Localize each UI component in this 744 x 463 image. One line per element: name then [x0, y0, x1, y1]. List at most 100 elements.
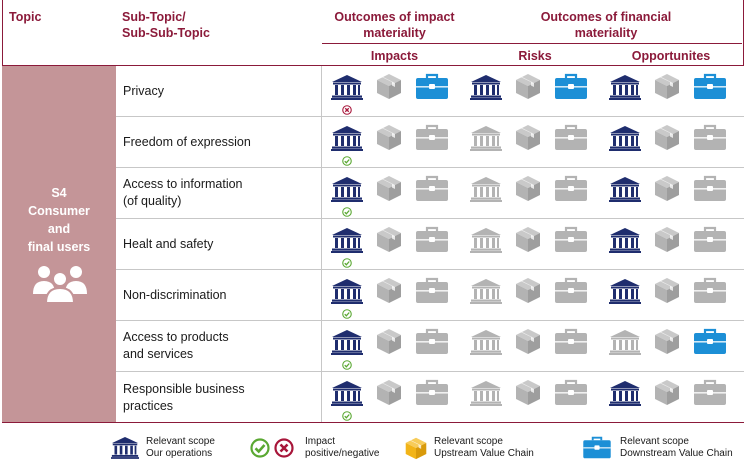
impacts-box-icon [375, 225, 403, 253]
subtopic-row: Responsible business practices [116, 372, 322, 423]
subtopic-label-line2: practices [123, 398, 174, 413]
check-circle-icon [342, 306, 352, 324]
topic-cell: S4 Consumer and final users [2, 66, 116, 422]
impacts-box-icon [375, 174, 403, 202]
check-circle-icon [342, 408, 352, 426]
header-impacts: Impacts [370, 49, 419, 63]
risks-institution-icon [470, 380, 502, 406]
row-divider [322, 167, 744, 168]
opportunities-box-icon [653, 174, 681, 202]
risks-institution-icon [470, 329, 502, 355]
risks-briefcase-icon [554, 277, 588, 305]
legend-impact-line2: positive/negative [305, 448, 380, 459]
risks-box-icon [514, 276, 542, 304]
legend-own-operations: Relevant scope Our operations [146, 436, 215, 460]
subtopic-label-line1: Healt and safety [123, 236, 214, 251]
topic-line2: Consumer [28, 204, 90, 218]
risks-box-icon [514, 72, 542, 100]
legend-briefcase-icon [582, 436, 612, 460]
header-subtopic-line2: Sub-Sub-Topic [122, 26, 210, 40]
legend-x-circle-icon [274, 438, 294, 458]
legend-down-line2: Downstream Value Chain [620, 448, 733, 459]
impacts-box-icon [375, 327, 403, 355]
impacts-box-icon [375, 123, 403, 151]
subtopic-label-line1: Privacy [123, 83, 164, 98]
subtopic-row: Healt and safety [116, 219, 322, 270]
risks-institution-icon [470, 227, 502, 253]
impacts-briefcase-icon [415, 277, 449, 305]
opportunities-briefcase-icon [693, 277, 727, 305]
check-circle-icon [342, 153, 352, 171]
opportunities-briefcase-icon [693, 73, 727, 101]
risks-box-icon [514, 327, 542, 355]
topic-code: S4 [51, 186, 67, 200]
impacts-briefcase-icon [415, 124, 449, 152]
row-divider [322, 116, 744, 117]
impacts-box-icon [375, 72, 403, 100]
header-financial-line1: Outcomes of financial [540, 10, 672, 24]
topic-line4: final users [27, 240, 91, 254]
header-left-border [2, 0, 3, 66]
risks-briefcase-icon [554, 175, 588, 203]
opportunities-box-icon [653, 123, 681, 151]
opportunities-briefcase-icon [693, 175, 727, 203]
risks-box-icon [514, 378, 542, 406]
subtopic-label: Freedom of expression [123, 134, 251, 151]
opportunities-box-icon [653, 72, 681, 100]
row-divider [322, 269, 744, 270]
impacts-institution-icon [331, 227, 363, 253]
subtopic-label-line1: Access to products [123, 330, 229, 344]
legend-own-line2: Our operations [146, 448, 213, 459]
legend-box-icon [404, 436, 428, 460]
footer-divider [2, 422, 744, 423]
opportunities-box-icon [653, 327, 681, 355]
legend-downstream: Relevant scope Downstream Value Chain [620, 436, 733, 460]
opportunities-institution-icon [609, 125, 641, 151]
subtopic-label-line1: Freedom of expression [123, 134, 251, 149]
row-divider [322, 218, 744, 219]
legend-up-line1: Relevant scope [434, 436, 503, 447]
subtopic-label-line1: Responsible business [123, 381, 245, 396]
risks-institution-icon [470, 125, 502, 151]
impacts-institution-icon [331, 125, 363, 151]
check-circle-icon [342, 357, 352, 375]
people-group-icon [32, 262, 88, 304]
legend-impact-line1: Impact [305, 436, 336, 447]
topic-line3: and [47, 222, 71, 236]
legend-upstream: Relevant scope Upstream Value Chain [434, 436, 534, 460]
risks-briefcase-icon [554, 226, 588, 254]
risks-briefcase-icon [554, 379, 588, 407]
header-impact-line2: materiality [363, 26, 426, 40]
impacts-briefcase-icon [415, 73, 449, 101]
subtopic-row: Privacy [116, 66, 322, 117]
opportunities-briefcase-icon [693, 328, 727, 356]
risks-box-icon [514, 174, 542, 202]
impacts-briefcase-icon [415, 226, 449, 254]
risks-box-icon [514, 123, 542, 151]
opportunities-box-icon [653, 276, 681, 304]
row-divider [322, 371, 744, 372]
subtopic-label: Healt and safety [123, 236, 213, 253]
header-financial-line2: materiality [574, 26, 638, 40]
subtopic-label-line2: (of quality) [123, 194, 182, 208]
impacts-briefcase-icon [415, 379, 449, 407]
header-bottom-border [2, 65, 744, 66]
impacts-institution-icon [331, 278, 363, 304]
subtopic-label: Non-discrimination [123, 287, 227, 304]
impacts-box-icon [375, 378, 403, 406]
risks-institution-icon [470, 278, 502, 304]
impacts-institution-icon [331, 74, 363, 100]
risks-briefcase-icon [554, 73, 588, 101]
opportunities-institution-icon [609, 227, 641, 253]
opportunities-briefcase-icon [693, 226, 727, 254]
impacts-briefcase-icon [415, 328, 449, 356]
header-impact-line1: Outcomes of impact [334, 10, 455, 24]
impacts-institution-icon [331, 380, 363, 406]
risks-institution-icon [470, 74, 502, 100]
header-subtopic-line1: Sub-Topic/ [122, 10, 186, 24]
risks-institution-icon [470, 176, 502, 202]
header-divider [322, 43, 742, 44]
